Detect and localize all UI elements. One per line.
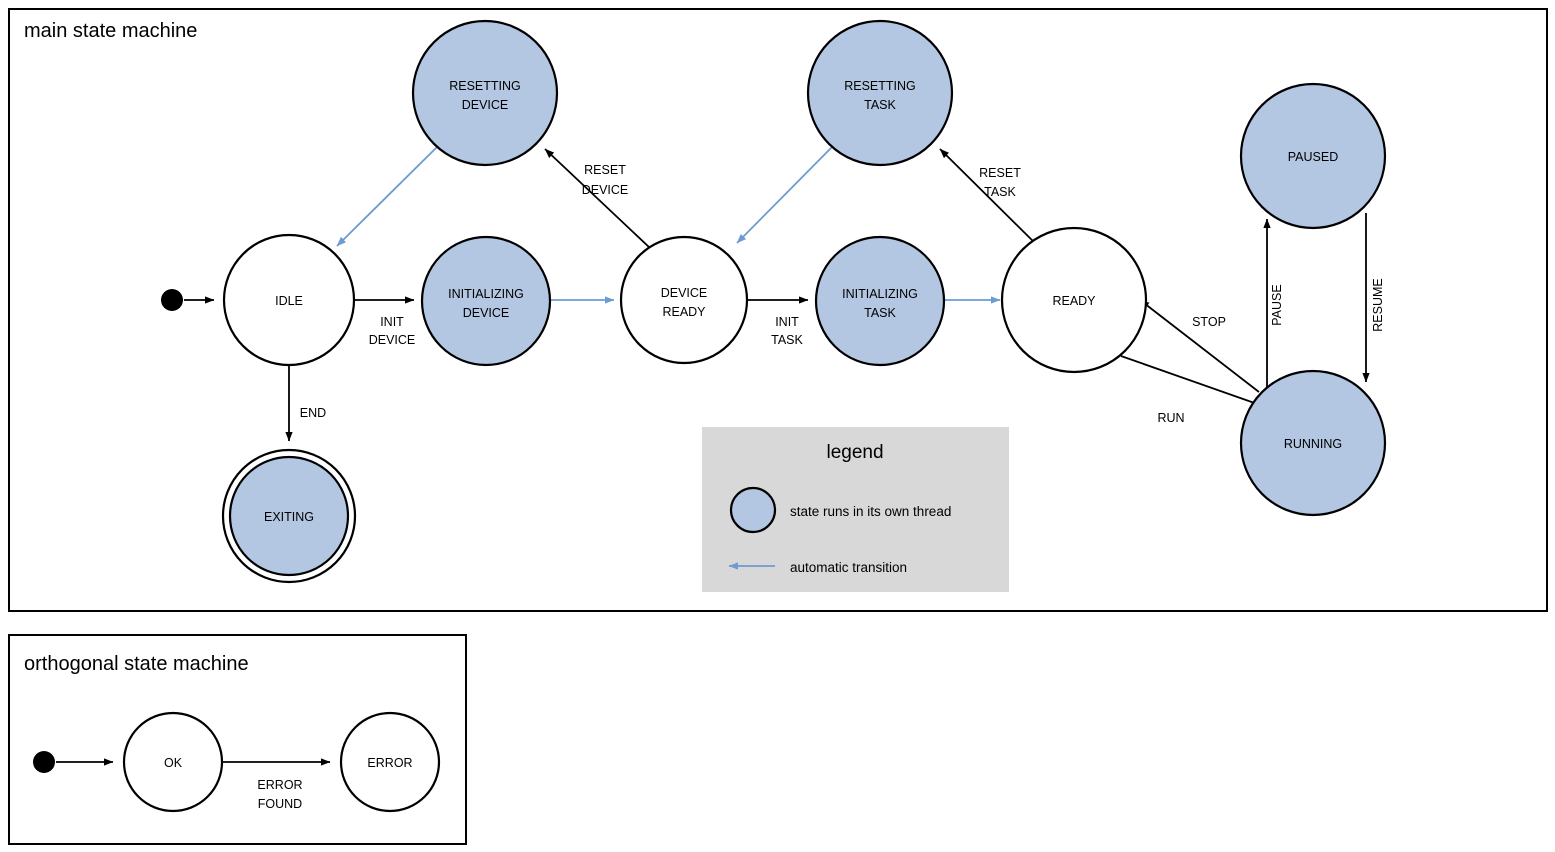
state-label-initializing-device-line2: DEVICE: [463, 306, 510, 320]
orthogonal-start-state-marker: [33, 751, 55, 773]
legend-title: legend: [826, 442, 883, 463]
state-initializing-device[interactable]: INITIALIZING DEVICE: [420, 235, 552, 367]
transition-label-init-task-line2: TASK: [771, 333, 803, 347]
transition-device-ready-resetting-device: RESET DEVICE: [544, 148, 651, 249]
transition-paused-running: RESUME: [1362, 213, 1385, 383]
main-states: IDLE RESETTING DEVICE INITIALIZING DEVIC…: [161, 19, 1387, 584]
start-state-marker: [161, 289, 183, 311]
transition-label-error-found-line2: FOUND: [258, 797, 302, 811]
state-exiting[interactable]: EXITING: [221, 448, 357, 584]
transition-ready-running: RUN: [1120, 355, 1264, 425]
state-label-idle: IDLE: [275, 294, 303, 308]
state-label-resetting-device-line2: DEVICE: [462, 98, 509, 112]
state-label-initializing-task-line1: INITIALIZING: [842, 287, 918, 301]
state-label-initializing-task-line2: TASK: [864, 306, 896, 320]
transition-label-reset-task-line1: RESET: [979, 166, 1021, 180]
state-label-initializing-device-line1: INITIALIZING: [448, 287, 524, 301]
state-label-resetting-task-line1: RESETTING: [844, 79, 916, 93]
state-paused[interactable]: PAUSED: [1239, 82, 1387, 230]
transition-label-stop: STOP: [1192, 315, 1226, 329]
main-transitions: INIT DEVICE RESET DEVICE INIT TASK: [184, 146, 1385, 442]
legend-threaded-label: state runs in its own thread: [790, 504, 951, 519]
transition-label-init-device-line1: INIT: [380, 315, 404, 329]
state-ready[interactable]: READY: [1000, 226, 1148, 374]
transition-idle-exiting: END: [285, 366, 326, 442]
state-initializing-task[interactable]: INITIALIZING TASK: [814, 235, 946, 367]
main-frame-title: main state machine: [24, 20, 197, 42]
transition-label-error-found-line1: ERROR: [257, 778, 302, 792]
transition-idle-initializing-device: INIT DEVICE: [354, 296, 416, 347]
state-resetting-task[interactable]: RESETTING TASK: [806, 19, 954, 167]
state-running[interactable]: RUNNING: [1239, 369, 1387, 517]
transition-label-reset-device-line2: DEVICE: [582, 183, 629, 197]
legend-automatic-label: automatic transition: [790, 560, 907, 575]
transition-label-pause: PAUSE: [1270, 284, 1284, 325]
state-label-exiting: EXITING: [264, 510, 314, 524]
transition-label-reset-device-line1: RESET: [584, 163, 626, 177]
orthogonal-frame-title: orthogonal state machine: [24, 653, 249, 675]
state-ok[interactable]: OK: [122, 711, 224, 813]
state-label-paused: PAUSED: [1288, 150, 1338, 164]
orthogonal-states: OK ERROR: [33, 711, 441, 813]
state-label-ready: READY: [1052, 294, 1096, 308]
state-label-ok: OK: [164, 756, 183, 770]
transition-label-reset-task-line2: TASK: [984, 185, 1016, 199]
transition-orthogonal-ok-error: ERROR FOUND: [222, 758, 331, 811]
state-label-device-ready-line2: READY: [662, 305, 706, 319]
transition-label-init-task-line1: INIT: [775, 315, 799, 329]
transition-label-run: RUN: [1157, 411, 1184, 425]
state-label-resetting-device-line1: RESETTING: [449, 79, 521, 93]
orthogonal-transitions: ERROR FOUND: [56, 758, 331, 811]
state-label-resetting-task-line2: TASK: [864, 98, 896, 112]
state-idle[interactable]: IDLE: [222, 233, 356, 367]
state-label-error: ERROR: [367, 756, 412, 770]
transition-resetting-device-idle: [336, 146, 438, 247]
transition-running-paused: PAUSE: [1263, 218, 1284, 390]
state-resetting-device[interactable]: RESETTING DEVICE: [411, 19, 559, 167]
state-device-ready[interactable]: DEVICE READY: [619, 235, 749, 365]
transition-resetting-task-device-ready: [736, 146, 833, 244]
transition-ready-resetting-task: RESET TASK: [939, 148, 1041, 249]
transition-device-ready-initializing-task: INIT TASK: [748, 296, 809, 347]
state-label-running: RUNNING: [1284, 437, 1342, 451]
state-error[interactable]: ERROR: [339, 711, 441, 813]
transition-label-init-device-line2: DEVICE: [369, 333, 416, 347]
transition-running-ready: STOP: [1139, 299, 1260, 393]
transition-label-resume: RESUME: [1371, 278, 1385, 331]
legend-threaded-swatch-icon: [729, 486, 777, 534]
state-label-device-ready-line1: DEVICE: [661, 286, 708, 300]
legend: legend state runs in its own thread auto…: [702, 427, 1009, 592]
transition-label-end: END: [300, 406, 326, 420]
